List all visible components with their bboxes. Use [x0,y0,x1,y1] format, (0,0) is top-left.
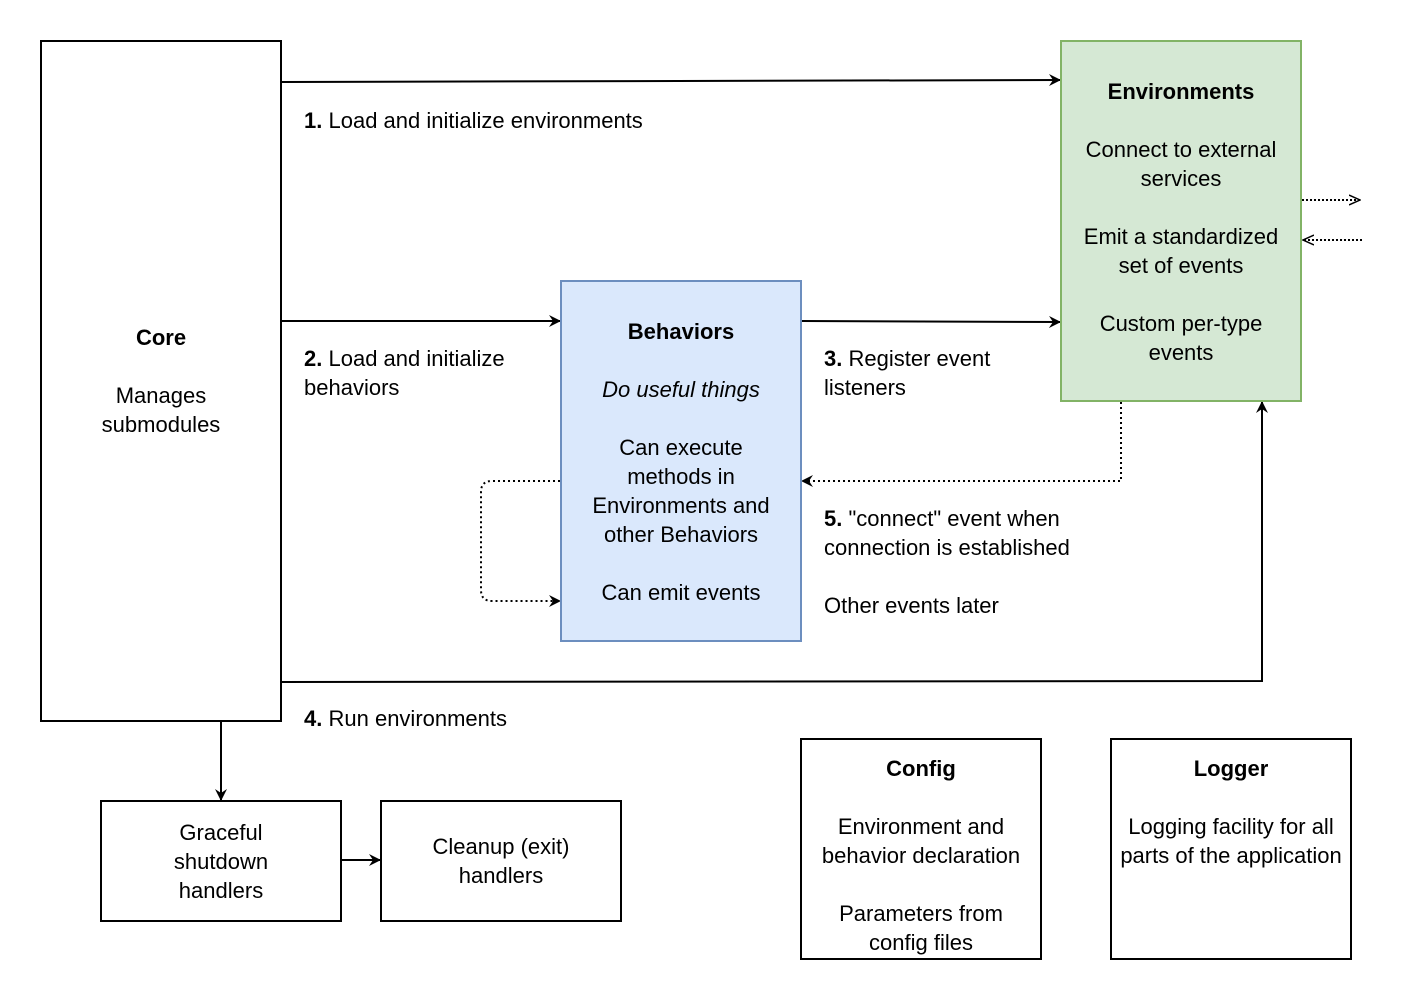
shutdown-handlers-node[interactable]: Graceful shutdown handlers [100,800,342,922]
environments-title: Environments [1107,79,1255,104]
config-title: Config [886,756,956,781]
environments-line: Emit a standardized set of events [1083,224,1279,278]
edge-label-text: Other events later [824,593,999,618]
shutdown-handlers-text: Graceful shutdown handlers [173,819,269,903]
config-node[interactable]: Config Environment and behavior declarat… [800,738,1042,960]
config-line: Parameters from config files [839,901,1003,955]
edge-label-text: "connect" event when [848,506,1060,531]
edge-label-text: behaviors [304,375,400,400]
edge-label-text: listeners [824,375,906,400]
edge-label-number: 3. [824,346,843,371]
core-title: Core [135,325,187,350]
edge-label-text: connection is established [824,535,1070,560]
edge-run-environments [281,401,1268,683]
environments-node[interactable]: Environments Connect to external service… [1060,40,1302,402]
logger-node[interactable]: Logger Logging facility for all parts of… [1110,738,1352,960]
cleanup-handlers-node[interactable]: Cleanup (exit) handlers [380,800,622,922]
behaviors-line: Can emit events [601,580,761,605]
cleanup-handlers-text: Cleanup (exit) handlers [432,834,570,888]
edge-register-listeners [801,315,1061,328]
edge-label-text: Register event [848,346,991,371]
logger-title: Logger [1193,756,1269,781]
edge-label-1: 1. Load and initialize environments [304,106,643,135]
edge-label-5: 5. "connect" event when connection is es… [824,504,1070,620]
environments-line: Connect to external services [1085,137,1277,191]
edge-label-text: Load and initialize [328,346,505,371]
edge-label-number: 4. [304,706,323,731]
environments-line: Custom per-type events [1099,311,1263,365]
behaviors-node[interactable]: Behaviors Do useful things Can execute m… [560,280,802,642]
behaviors-line: Can execute methods in Environments and … [592,435,770,547]
edge-connect-event [801,402,1122,487]
edge-load-environments [281,74,1061,87]
edge-behaviors-self-loop [480,480,561,607]
behaviors-title: Behaviors [627,319,735,344]
edge-label-4: 4. Run environments [304,704,507,733]
config-line: Environment and behavior declaration [821,814,1021,868]
logger-line: Logging facility for all parts of the ap… [1120,814,1342,868]
edge-label-number: 5. [824,506,843,531]
edge-label-number: 1. [304,108,323,133]
edge-label-text: Load and initialize environments [328,108,643,133]
edge-label-2: 2. Load and initialize behaviors [304,344,505,402]
core-node[interactable]: Core Manages submodules [40,40,282,722]
behaviors-tagline: Do useful things [602,377,760,402]
edge-label-3: 3. Register event listeners [824,344,990,402]
edge-label-number: 2. [304,346,323,371]
edge-label-text: Run environments [328,706,508,731]
core-description: Manages submodules [101,383,221,437]
